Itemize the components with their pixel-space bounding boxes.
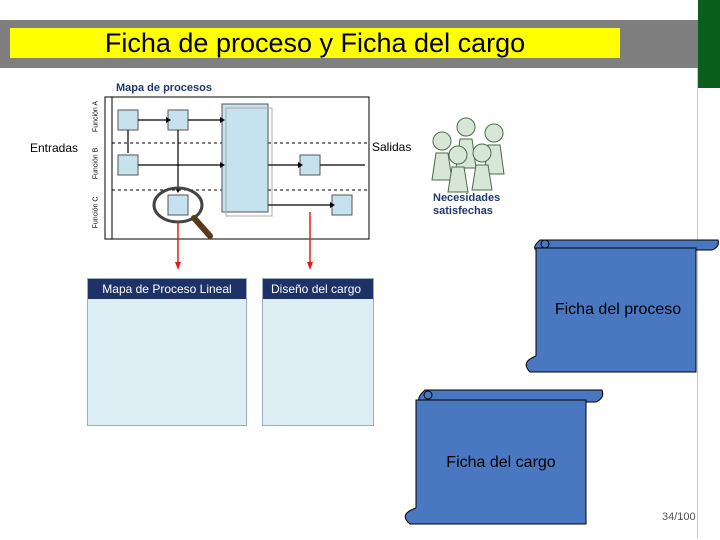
- people-icon: [431, 117, 505, 193]
- box-c1: [167, 194, 189, 216]
- outputs-label: Salidas: [372, 140, 412, 154]
- lane-label-a: Función A: [92, 100, 100, 133]
- red-arrows: [177, 212, 311, 262]
- slide-title: Ficha de proceso y Ficha del cargo: [104, 28, 526, 58]
- linear-map-panel: Mapa de Proceso Lineal: [87, 278, 247, 426]
- needs-label-line2: satisfechas: [433, 205, 493, 217]
- lane-label-c: Función C: [92, 196, 100, 229]
- title-box: Ficha de proceso y Ficha del cargo: [10, 28, 620, 58]
- box-a1: [117, 109, 139, 131]
- box-b1: [117, 154, 139, 176]
- right-divider: [697, 68, 698, 538]
- inputs-label: Entradas: [30, 141, 79, 155]
- header-accent: [698, 0, 720, 88]
- job-sheet-label: Ficha del cargo: [446, 454, 556, 471]
- job-design-title: Diseño del cargo: [263, 279, 373, 299]
- central-process-block: [221, 103, 269, 213]
- red-arrowheads: [175, 262, 313, 270]
- process-connectors: [127, 119, 365, 206]
- lane-label-b: Función B: [92, 147, 100, 180]
- process-sheet-label: Ficha del proceso: [554, 301, 682, 318]
- scroll-process-sheet: [525, 239, 719, 373]
- central-process-shadow: [225, 107, 273, 217]
- scroll-job-sheet: [404, 389, 604, 525]
- page-number: 34/100: [662, 511, 696, 523]
- linear-map-title: Mapa de Proceso Lineal: [88, 279, 246, 299]
- needs-label-line1: Necesidades: [433, 192, 501, 204]
- job-design-panel: Diseño del cargo: [262, 278, 374, 426]
- process-map-heading: Mapa de procesos: [116, 82, 212, 94]
